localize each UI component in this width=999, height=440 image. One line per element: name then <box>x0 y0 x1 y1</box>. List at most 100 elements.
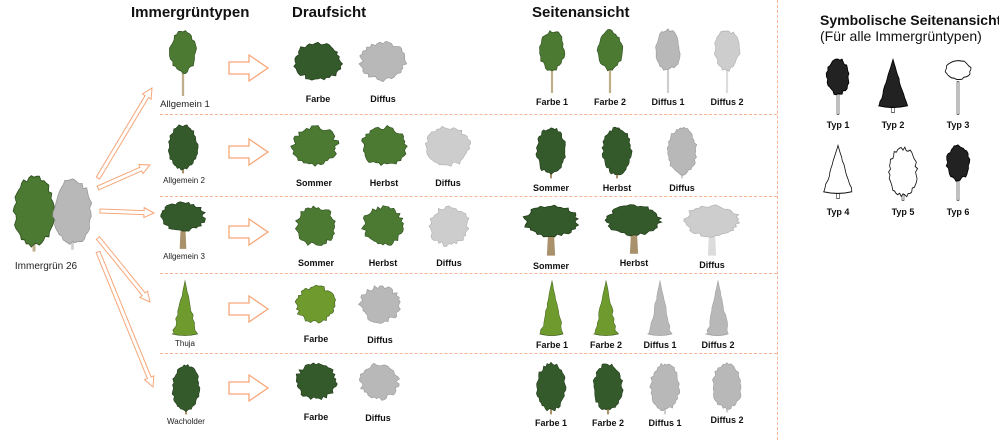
tree-drawing <box>358 362 400 401</box>
arrow-icon <box>228 295 270 323</box>
tree-drawing <box>823 143 853 199</box>
symbol-typ-2-icon <box>873 56 913 116</box>
side-view-image <box>661 122 703 180</box>
tree-drawing <box>712 362 742 413</box>
tree-drawing <box>358 285 401 324</box>
top-view-label: Diffus <box>435 178 461 188</box>
symbol-label: Typ 3 <box>946 120 970 130</box>
side-view-label: Sommer <box>532 183 570 193</box>
side-view-label: Diffus 1 <box>643 340 677 350</box>
arrow-icon <box>228 138 270 166</box>
top-view-label: Sommer <box>297 258 335 268</box>
top-view-image <box>425 203 473 257</box>
symbol-label: Typ 2 <box>881 120 905 130</box>
types-heading: Immergrüntypen <box>131 4 250 21</box>
top-view-image <box>422 123 474 177</box>
side-view-label: Farbe 2 <box>593 97 627 107</box>
symbol-typ-6-icon <box>938 142 978 202</box>
tree-drawing <box>12 175 55 252</box>
type-label: Allgemein 1 <box>160 99 210 110</box>
tree-drawing <box>535 127 566 179</box>
arrow-icon <box>228 54 270 82</box>
top-view-label: Herbst <box>368 258 398 268</box>
tree-drawing <box>888 146 919 201</box>
top-view-label: Diffus <box>367 335 393 345</box>
tree-drawing <box>592 363 624 415</box>
side-view-image <box>530 122 572 180</box>
symbol-typ-1-icon <box>818 56 858 116</box>
tree-drawing <box>294 205 336 246</box>
side-view-label: Herbst <box>602 183 632 193</box>
side-view-image <box>705 27 749 95</box>
tree-drawing <box>601 126 633 179</box>
tree-drawing <box>878 58 909 113</box>
type-image-allgemein-3 <box>158 198 208 252</box>
tree-drawing <box>683 204 741 256</box>
symbol-label: Typ 6 <box>946 207 970 217</box>
side-view-label: Diffus 2 <box>710 415 744 425</box>
side-view-image <box>587 358 629 416</box>
tree-drawing <box>294 284 336 324</box>
symbolic-heading: Symbolische Seitenansicht <box>820 12 999 28</box>
type-label: Thuja <box>174 339 196 348</box>
tree-drawing <box>539 279 564 336</box>
top-view-image <box>356 360 402 410</box>
top-view-label: Farbe <box>305 94 331 104</box>
side-view-label: Herbst <box>619 258 649 268</box>
side-view-image <box>535 279 569 339</box>
top-view-image <box>359 203 407 257</box>
top-view-label: Farbe <box>303 334 329 344</box>
connector-arrow <box>95 87 153 180</box>
source-label: Immergrün 26 <box>14 261 78 272</box>
tree-drawing <box>647 279 673 336</box>
row-divider <box>160 196 777 197</box>
symbol-typ-3-icon <box>938 56 978 116</box>
side-view-image <box>588 27 632 95</box>
row-divider <box>160 353 777 354</box>
top-view-image <box>290 38 346 92</box>
tree-drawing <box>825 58 850 115</box>
tree-drawing <box>160 201 206 249</box>
top-view-label: Farbe <box>303 412 329 422</box>
tree-drawing <box>593 279 620 336</box>
row-divider <box>160 114 777 115</box>
top-view-label: Diffus <box>436 258 462 268</box>
side-view-label: Diffus 1 <box>651 97 685 107</box>
arrow-icon <box>228 218 270 246</box>
source-tree-diffuse-image <box>45 172 100 252</box>
connector-arrow <box>96 163 152 191</box>
tree-drawing <box>604 204 663 254</box>
type-image-thuja <box>167 279 203 339</box>
top-view-label: Sommer <box>295 178 333 188</box>
tree-drawing <box>167 124 199 174</box>
tree-drawing <box>361 205 404 246</box>
side-view-label: Diffus 1 <box>648 418 682 428</box>
side-view-label: Farbe 1 <box>534 418 568 428</box>
tree-drawing <box>536 361 567 415</box>
tree-drawing <box>655 28 681 94</box>
side-view-heading: Seitenansicht <box>532 4 630 21</box>
top-view-image <box>292 283 340 333</box>
top-view-image <box>288 123 342 177</box>
side-view-image <box>589 279 623 339</box>
side-view-image <box>530 358 572 416</box>
connector-arrow <box>95 250 155 389</box>
tree-drawing <box>539 30 566 94</box>
tree-drawing <box>358 40 408 83</box>
source-tree-image <box>5 168 63 254</box>
top-view-image <box>356 38 410 92</box>
side-view-image <box>706 358 748 414</box>
tree-drawing <box>705 279 729 336</box>
symbol-typ-5-icon <box>883 142 923 202</box>
symbol-label: Typ 1 <box>826 120 850 130</box>
tree-drawing <box>295 362 338 401</box>
tree-drawing <box>171 364 201 415</box>
tree-drawing <box>649 362 680 415</box>
side-view-label: Farbe 1 <box>535 97 569 107</box>
symbol-label: Typ 5 <box>891 207 915 217</box>
tree-drawing <box>666 126 698 179</box>
type-label: Allgemein 2 <box>163 176 205 185</box>
tree-drawing <box>522 204 580 256</box>
type-image-wacholder <box>166 360 206 416</box>
